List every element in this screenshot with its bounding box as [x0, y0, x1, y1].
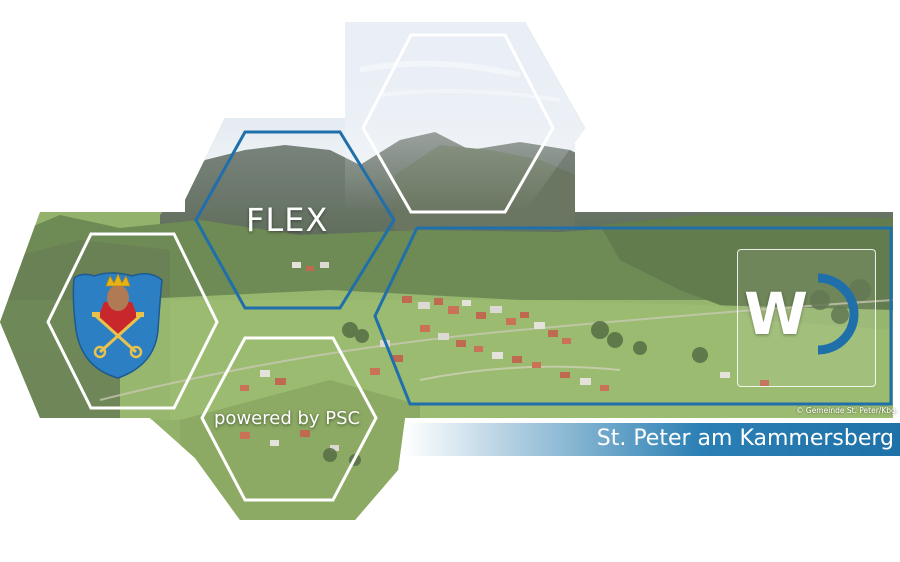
wd-logo-icon: W — [737, 249, 876, 387]
hex-outline-powered — [200, 336, 378, 502]
wd-logo-letter: W — [744, 280, 808, 348]
banner-frame — [373, 226, 893, 406]
hex-outlines — [46, 33, 555, 502]
top-hex-fade — [345, 22, 585, 212]
tree-clusters — [323, 279, 871, 466]
wd-logo-arc — [817, 273, 859, 355]
hex-outline-top — [361, 33, 555, 214]
photo-credit: © Gemeinde St. Peter/Kbg. — [796, 406, 899, 415]
hex-outline-crest — [46, 232, 219, 410]
village — [240, 262, 769, 451]
blue-frames — [194, 130, 893, 406]
hex-outline-flex — [194, 130, 396, 310]
place-name-bar: St. Peter am Kammersberg — [404, 423, 900, 456]
flex-title: FLEX — [246, 201, 329, 239]
coat-of-arms-icon — [72, 272, 163, 379]
powered-by-label: powered by PSC — [214, 408, 361, 429]
place-name: St. Peter am Kammersberg — [596, 426, 894, 451]
